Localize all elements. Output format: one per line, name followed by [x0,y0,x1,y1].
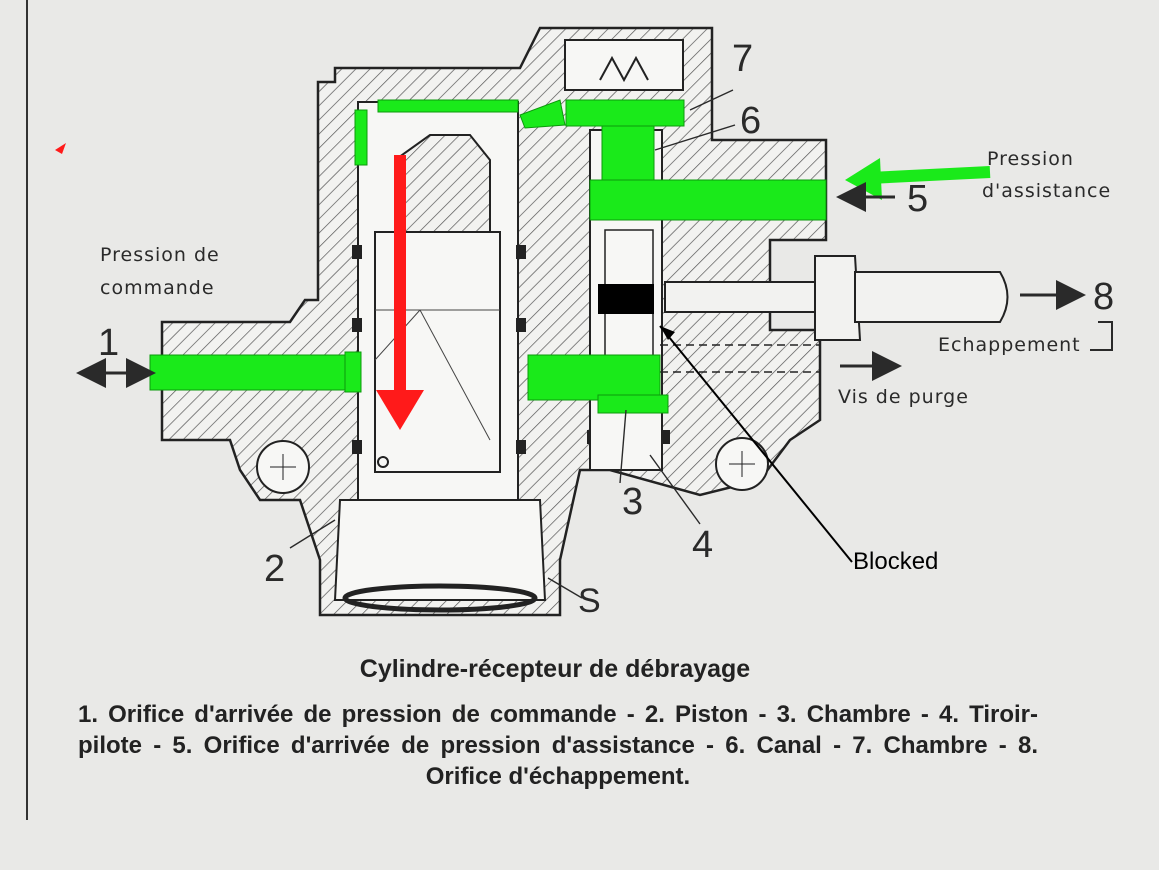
label-number-6: 6 [740,100,762,142]
label-echappement: Echappement [938,334,1081,356]
label-pression: Pression [987,148,1074,170]
figure-legend: 1. Orifice d'arrivée de pression de comm… [78,701,1038,790]
label-s: S [578,582,601,620]
label-number-4: 4 [692,524,714,566]
label-d-assistance: d'assistance [982,180,1112,202]
label-vis-de-purge: Vis de purge [838,386,969,408]
page-margin-rule [26,0,28,820]
chamber-3-highlight [527,354,661,401]
upper-channel-highlight [377,99,519,113]
label-number-3: 3 [622,481,644,523]
label-pression-de: Pression de [100,244,220,266]
label-number-5: 5 [907,178,929,220]
label-commande: commande [100,277,215,299]
chamber-7-highlight [565,99,685,127]
figure-title: Cylindre-récepteur de débrayage [359,655,751,683]
label-number-2: 2 [264,548,286,590]
blocked-leader-line [659,325,853,563]
blocked-mark [598,284,654,314]
inlet-5-passage-highlight [589,179,827,221]
canal-6-highlight [601,125,655,187]
green-assist-arrow-head [845,158,882,200]
label-number-1: 1 [98,322,120,364]
label-number-7: 7 [732,38,754,80]
inlet-1-passage-highlight [149,354,346,391]
red-flow-arrow-shaft [394,155,406,395]
piston-shape [394,134,491,233]
red-flow-arrow-head [376,390,424,430]
label-number-8: 8 [1093,276,1115,318]
small-red-mark [55,143,66,154]
label-blocked: Blocked [853,548,939,575]
